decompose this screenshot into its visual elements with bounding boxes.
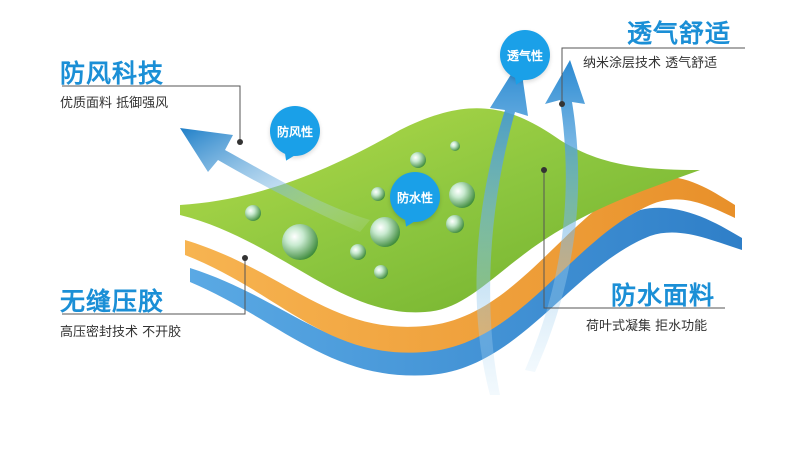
waterproof-bubble: 防水性 — [390, 172, 440, 222]
water-droplet — [450, 141, 460, 151]
leader-line-waterproof — [543, 170, 725, 309]
windproof-bubble: 防风性 — [270, 106, 320, 156]
water-droplet — [371, 187, 385, 201]
water-droplet — [446, 215, 464, 233]
breathable-title: 透气舒适 — [627, 19, 732, 48]
water-droplet — [350, 244, 366, 260]
orange-fabric-layer — [185, 176, 735, 353]
water-droplet — [282, 224, 318, 260]
leader-dot — [559, 101, 565, 107]
leader-line-breathable — [561, 47, 745, 104]
leader-line-windproof — [62, 85, 241, 142]
leader-dot — [242, 255, 248, 261]
seamless-title: 无缝压胶 — [60, 287, 165, 316]
breathable-arrow-right — [525, 60, 585, 372]
waterproof-fabric-title: 防水面料 — [611, 281, 716, 310]
breathable-arrow-left — [476, 60, 528, 395]
breathable-desc: 纳米涂层技术 透气舒适 — [583, 56, 718, 71]
water-droplet — [370, 217, 400, 247]
windproof-tech-title: 防风科技 — [60, 59, 165, 88]
wind-arrow — [180, 128, 370, 232]
leader-line-seamless — [62, 258, 246, 315]
seamless-desc: 高压密封技术 不开胶 — [60, 325, 182, 340]
water-droplet — [245, 205, 261, 221]
breathable-bubble: 透气性 — [500, 30, 550, 80]
blue-fabric-layer — [190, 207, 742, 376]
leader-dot — [237, 139, 243, 145]
water-droplet — [374, 265, 388, 279]
windproof-tech-desc: 优质面料 抵御强风 — [60, 96, 169, 111]
leader-dot — [541, 167, 547, 173]
water-droplet — [449, 182, 475, 208]
water-droplet — [410, 152, 426, 168]
waterproof-fabric-desc: 荷叶式凝集 拒水功能 — [586, 319, 708, 334]
